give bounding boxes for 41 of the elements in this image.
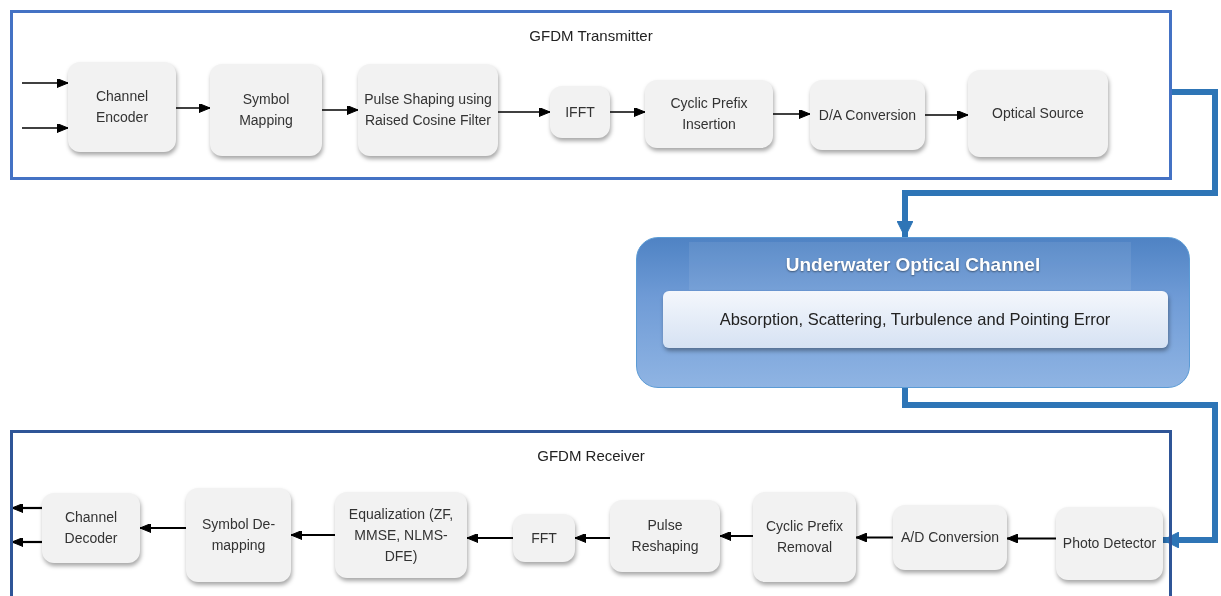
process-box: Symbol Mapping: [210, 64, 322, 156]
arrow: [139, 523, 186, 533]
channel-panel: [636, 237, 1190, 388]
arrow: [896, 89, 1218, 238]
arrow: [11, 537, 42, 547]
process-box: Channel Decoder: [42, 493, 140, 563]
transmitter-frame: [10, 10, 1172, 180]
frame-title: GFDM Receiver: [537, 447, 645, 464]
process-box: Equalization (ZF, MMSE, NLMS-DFE): [335, 492, 467, 578]
impairment-box: Absorption, Scattering, Turbulence and Pointing Error: [662, 290, 1168, 348]
arrow: [21, 123, 69, 133]
arrow: [290, 530, 335, 540]
process-box: Optical Source: [968, 70, 1108, 157]
arrow: [321, 105, 359, 115]
process-box: Pulse Shaping using Raised Cosine Filter: [358, 64, 498, 156]
arrow: [21, 78, 69, 88]
process-box: A/D Conversion: [893, 505, 1007, 570]
arrow: [574, 533, 610, 543]
process-box: Photo Detector: [1056, 507, 1163, 580]
arrow: [497, 107, 551, 117]
process-box: IFFT: [550, 86, 610, 138]
arrow: [772, 109, 811, 119]
process-box: Channel Encoder: [68, 62, 176, 152]
arrow: [855, 532, 893, 543]
arrow: [11, 503, 42, 513]
arrow: [719, 531, 753, 541]
process-box: Cyclic Prefix Insertion: [645, 80, 773, 148]
arrow: [609, 107, 646, 117]
receiver-frame: [10, 430, 1172, 596]
panel-heading: Underwater Optical Channel: [785, 254, 1041, 276]
arrow: [924, 110, 969, 120]
frame-title: GFDM Transmitter: [529, 27, 653, 44]
process-box: D/A Conversion: [810, 80, 925, 150]
arrow: [1006, 533, 1056, 544]
process-box: FFT: [513, 514, 575, 562]
process-box: Symbol De- mapping: [186, 488, 291, 582]
process-box: Cyclic Prefix Removal: [753, 492, 856, 582]
arrow: [466, 533, 513, 543]
arrow: [902, 388, 1218, 549]
arrow: [175, 103, 211, 113]
process-box: Pulse Reshaping: [610, 500, 720, 572]
